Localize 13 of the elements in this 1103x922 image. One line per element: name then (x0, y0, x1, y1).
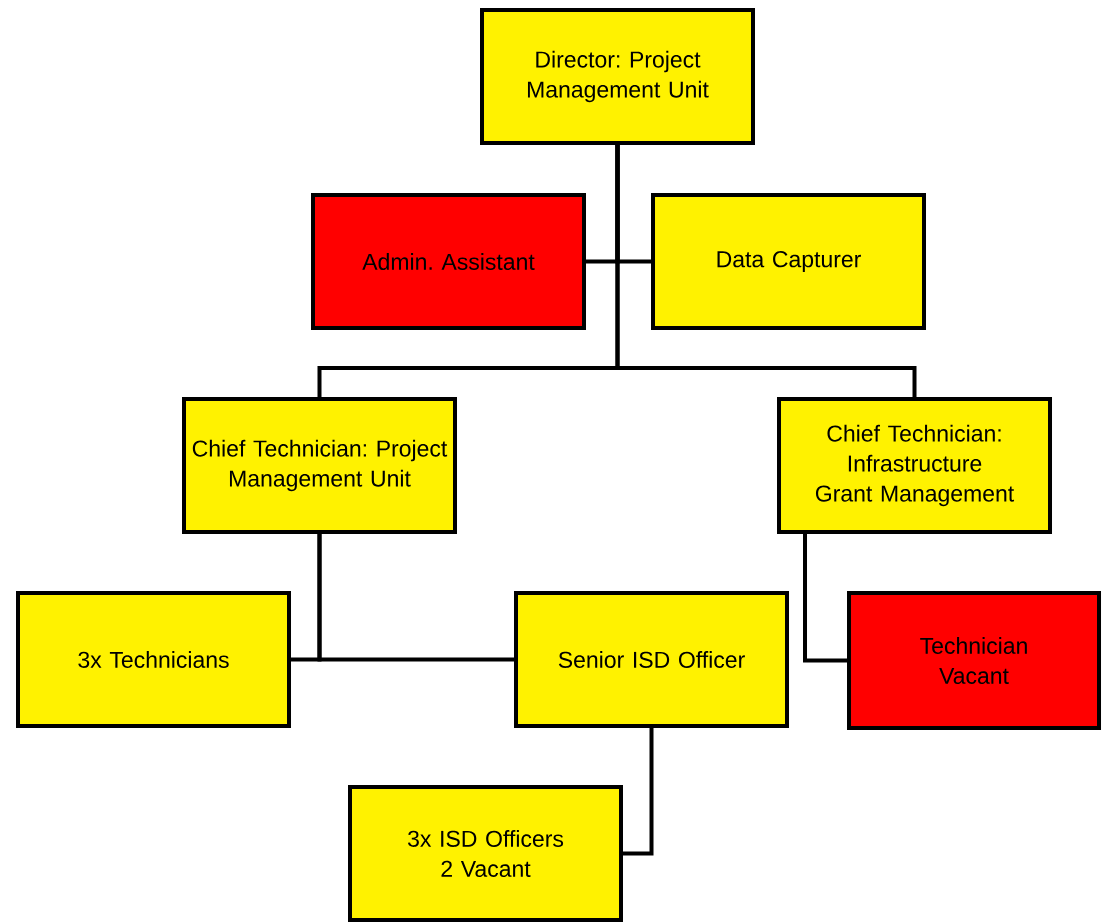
connector-line (317, 534, 514, 662)
org-box: Chief Technician: Infrastructure Grant Management (777, 397, 1052, 534)
org-box: 3x ISD Officers 2 Vacant (348, 785, 623, 922)
org-box: Admin. Assistant (311, 193, 586, 330)
connector-line (623, 728, 654, 856)
org-box: Director: Project Management Unit (480, 8, 755, 145)
org-box: Data Capturer (651, 193, 926, 330)
connector-line (803, 534, 847, 663)
org-box: Senior ISD Officer (514, 591, 789, 728)
org-box: 3x Technicians (16, 591, 291, 728)
org-box: Chief Technician: Project Management Unit (182, 397, 457, 534)
org-box: Technician Vacant (847, 591, 1101, 730)
connector-line (615, 145, 917, 397)
